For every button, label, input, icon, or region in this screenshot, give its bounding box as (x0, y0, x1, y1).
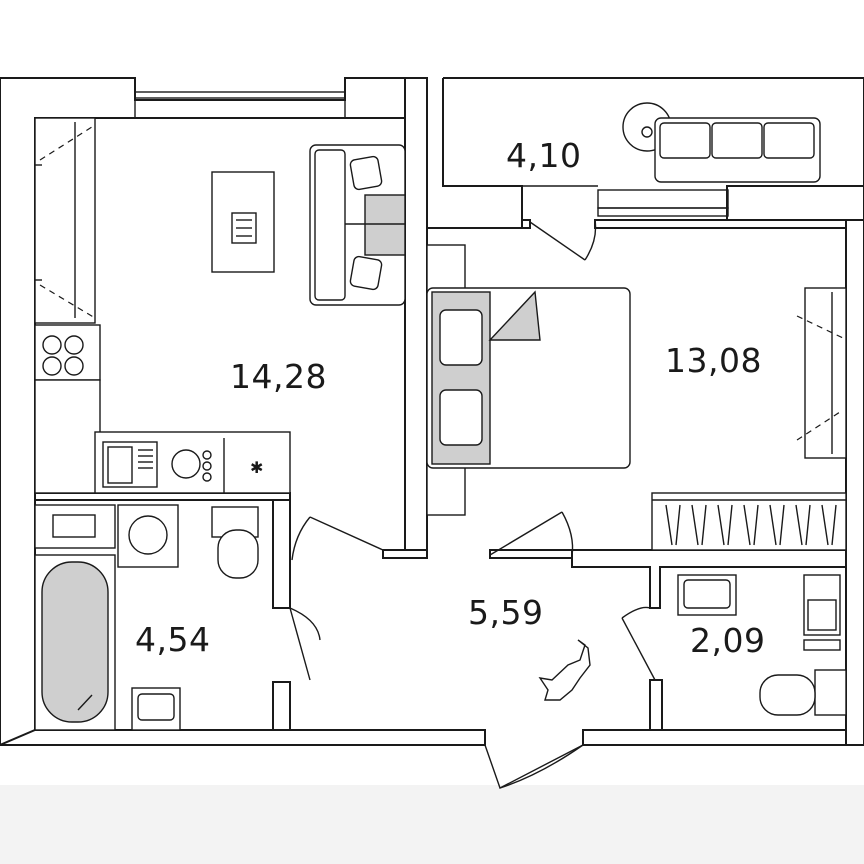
area-label-wc: 2,09 (690, 621, 765, 660)
bathroom-furniture (34, 504, 321, 731)
kitchen-living-furniture: ✱ (34, 117, 406, 494)
area-label-hallway: 5,59 (468, 593, 543, 632)
balcony-furniture (529, 102, 821, 261)
area-label-balcony: 4,10 (506, 136, 581, 175)
walls (0, 77, 864, 746)
area-label-bedroom: 13,08 (665, 341, 762, 380)
hallway-features (291, 511, 591, 789)
snowflake-icon: ✱ (250, 458, 263, 477)
page-footer-band (0, 785, 864, 864)
bedroom-furniture (426, 244, 847, 551)
area-label-kitchen-living: 14,28 (230, 357, 327, 396)
area-label-bathroom: 4,54 (135, 620, 210, 659)
wc-furniture (621, 574, 847, 716)
